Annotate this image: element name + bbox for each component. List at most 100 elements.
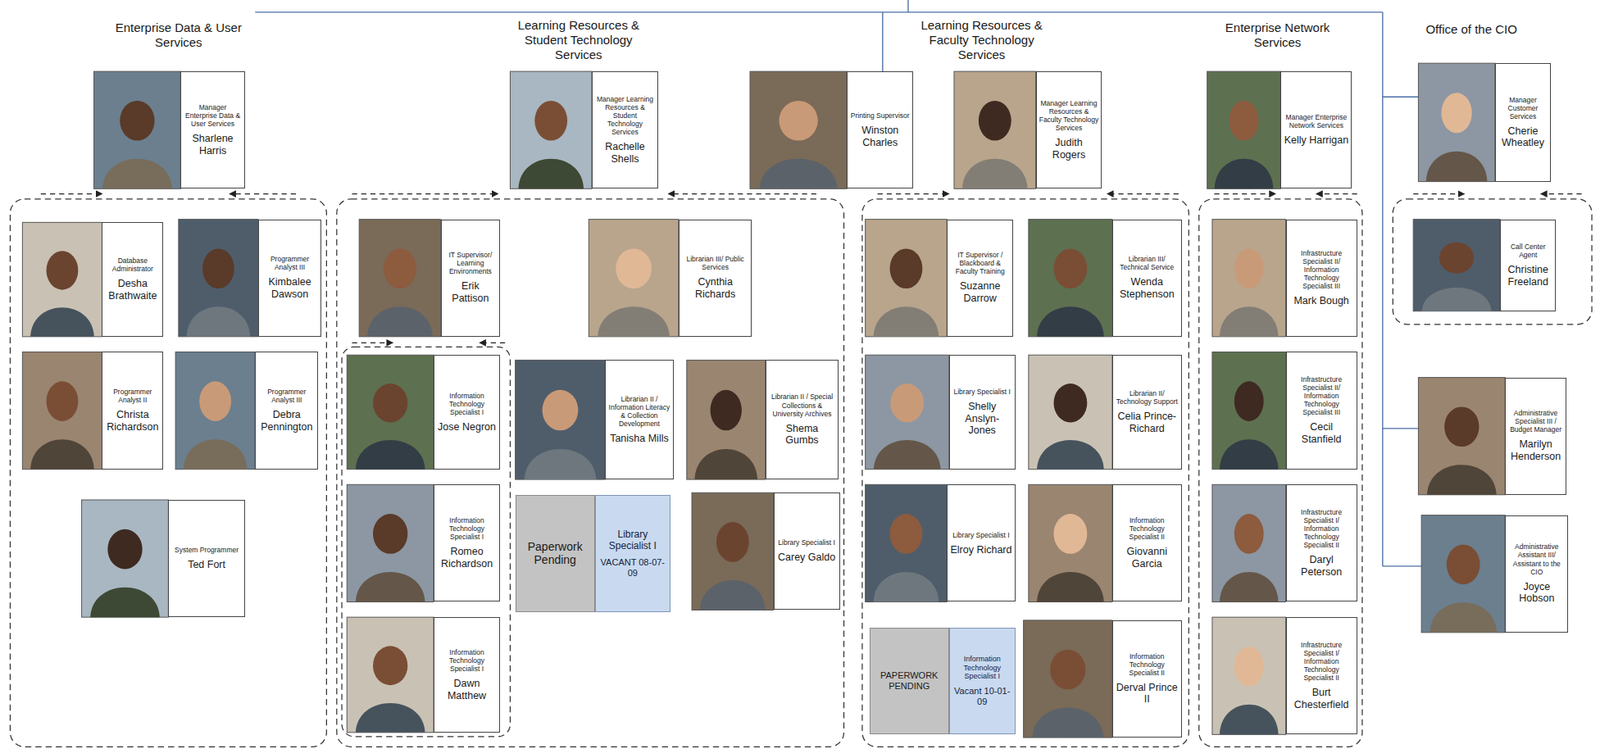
photo-face bbox=[1444, 406, 1479, 447]
photo-ground bbox=[686, 359, 766, 480]
photo-face bbox=[890, 248, 923, 289]
photo-face bbox=[716, 522, 750, 563]
photo-face bbox=[1440, 92, 1472, 133]
pending-box: PAPERWORK PENDING bbox=[869, 627, 950, 736]
staff-name: Winston Charles bbox=[850, 124, 910, 150]
staff-name: Elroy Richard bbox=[950, 544, 1012, 557]
job-title: Administrative Specialist III / Budget M… bbox=[1508, 409, 1564, 434]
photo-face bbox=[1234, 513, 1264, 555]
staff-card: Administrative Assistant III/ Assistant … bbox=[1504, 515, 1569, 633]
photo-ground bbox=[346, 484, 434, 602]
job-title: Programmer Analyst III bbox=[258, 387, 315, 405]
photo-face bbox=[202, 248, 235, 289]
photo-ground bbox=[94, 71, 182, 189]
staff-card: Infrastructure Specialist II/ Informatio… bbox=[1286, 219, 1358, 337]
staff-card: Manager Learning Resources & Student Tec… bbox=[591, 71, 659, 189]
staff-photo bbox=[1028, 484, 1113, 602]
job-title: Librarian III/ Technical Service bbox=[1115, 254, 1179, 272]
scope-arrow bbox=[40, 193, 103, 195]
staff-name: Carey Galdo bbox=[777, 551, 837, 564]
scope-arrow bbox=[351, 342, 393, 344]
photo-face bbox=[119, 100, 155, 141]
photo-shoulders bbox=[102, 159, 173, 190]
staff-photo bbox=[691, 492, 774, 610]
photo-ground bbox=[954, 71, 1037, 189]
job-title: Programmer Analyst III bbox=[261, 254, 319, 272]
staff-photo bbox=[1212, 617, 1287, 735]
photo-shoulders bbox=[90, 587, 160, 619]
photo-shoulders bbox=[30, 307, 95, 337]
scope-arrow bbox=[479, 342, 505, 344]
staff-card: Manager Enterprise Network ServicesKelly… bbox=[1280, 71, 1352, 189]
reporting-line bbox=[1382, 565, 1422, 567]
scope-arrow bbox=[1316, 193, 1358, 195]
job-title: Manager Enterprise Data & User Services bbox=[183, 103, 241, 128]
photo-face bbox=[1053, 383, 1087, 423]
staff-photo bbox=[686, 359, 766, 480]
staff-photo bbox=[1207, 71, 1282, 189]
pending-note: Paperwork Pending bbox=[518, 540, 592, 568]
job-title: Librarian II / Information Literacy & Co… bbox=[608, 395, 670, 428]
staff-card: Database AdministratorDesha Brathwaite bbox=[101, 222, 164, 337]
photo-ground bbox=[1212, 484, 1287, 602]
staff-photo bbox=[1418, 63, 1495, 182]
staff-card: Librarian II / Information Literacy & Co… bbox=[604, 359, 673, 480]
staff-card: Administrative Specialist III / Budget M… bbox=[1504, 377, 1567, 496]
photo-face bbox=[890, 383, 924, 423]
staff-card: Printing SupervisorWinston Charles bbox=[846, 71, 914, 189]
photo-face bbox=[1053, 513, 1087, 555]
staff-card: Manager Enterprise Data & User ServicesS… bbox=[180, 71, 245, 189]
photo-shoulders bbox=[694, 449, 758, 480]
staff-name: Debra Pennington bbox=[258, 409, 315, 434]
staff-name: Jose Negron bbox=[436, 421, 497, 434]
photo-shoulders bbox=[1426, 151, 1488, 182]
staff-photo bbox=[1413, 219, 1500, 312]
photo-shoulders bbox=[183, 439, 248, 470]
photo-shoulders bbox=[367, 306, 433, 337]
photo-face bbox=[615, 248, 652, 289]
job-title: Library Specialist I bbox=[950, 531, 1012, 540]
photo-shoulders bbox=[759, 159, 838, 190]
reporting-line bbox=[254, 11, 1383, 13]
photo-face bbox=[372, 645, 408, 686]
photo-shoulders bbox=[186, 306, 251, 337]
vacancy-box: Information Technology Specialist IVacan… bbox=[949, 627, 1016, 736]
reporting-line bbox=[1382, 427, 1419, 429]
job-title: Information Technology Specialist I bbox=[436, 391, 497, 417]
photo-face bbox=[542, 390, 579, 432]
job-title: Manager Enterprise Network Services bbox=[1283, 113, 1349, 130]
staff-card: Information Technology Specialist IIGiov… bbox=[1112, 484, 1182, 602]
photo-shoulders bbox=[1429, 602, 1497, 633]
photo-ground bbox=[22, 351, 102, 469]
photo-ground bbox=[175, 351, 255, 469]
photo-shoulders bbox=[518, 159, 584, 190]
staff-card: Manager Learning Resources & Faculty Tec… bbox=[1036, 71, 1103, 189]
photo-ground bbox=[509, 71, 592, 189]
photo-shoulders bbox=[355, 440, 426, 470]
photo-ground bbox=[81, 500, 169, 618]
photo-face bbox=[1234, 248, 1264, 289]
staff-name: Joyce Hobson bbox=[1508, 581, 1565, 606]
pending-box: Paperwork Pending bbox=[515, 495, 596, 613]
staff-name: Christine Freeland bbox=[1503, 263, 1553, 289]
staff-card: Programmer Analyst III Debra Pennington bbox=[254, 351, 319, 469]
pending-note: PAPERWORK PENDING bbox=[872, 670, 946, 692]
reporting-line bbox=[1381, 12, 1383, 567]
staff-name: Wenda Stephenson bbox=[1115, 276, 1179, 301]
staff-name: Dawn Matthew bbox=[436, 677, 497, 703]
scope-arrow bbox=[877, 193, 950, 195]
staff-name: Romeo Richardson bbox=[436, 545, 497, 571]
photo-ground bbox=[865, 219, 948, 337]
photo-face bbox=[1229, 100, 1260, 141]
photo-face bbox=[1053, 248, 1087, 289]
scope-arrow bbox=[1413, 193, 1464, 195]
department-heading: Learning Resources & Faculty Technology … bbox=[904, 18, 1059, 63]
group-outline bbox=[336, 199, 845, 748]
staff-photo bbox=[94, 71, 182, 189]
staff-name: Cecil Stanfield bbox=[1289, 421, 1355, 446]
staff-name: Kimbalee Dawson bbox=[261, 276, 319, 301]
staff-card: Librarian III/ Public ServicesCynthia Ri… bbox=[678, 219, 753, 337]
job-title: Library Specialist I bbox=[598, 528, 668, 552]
department-heading: Office of the CIO bbox=[1395, 22, 1549, 37]
